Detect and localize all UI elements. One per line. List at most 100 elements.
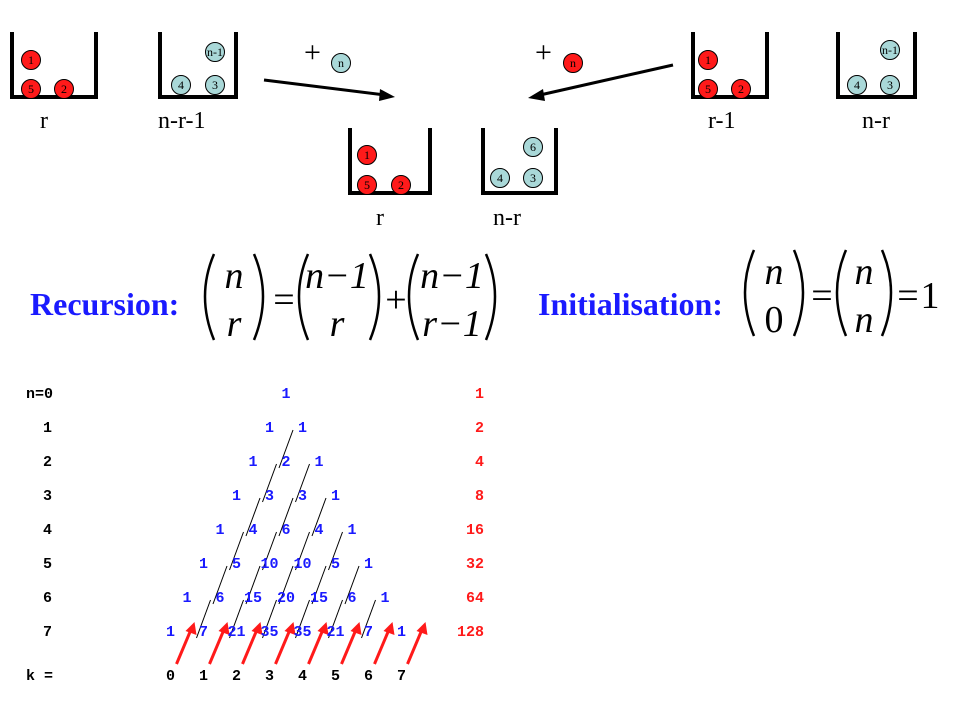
box-outlines	[10, 32, 917, 195]
triangle-diagonal	[245, 565, 261, 605]
triangle-entry: 1	[182, 590, 192, 607]
triangle-entry: 1	[264, 420, 275, 437]
ball: n-1	[880, 40, 900, 60]
box-outline-nr-bottom	[481, 128, 558, 195]
triangle-diagonal	[278, 565, 294, 605]
k-value: 1	[198, 668, 209, 685]
box-outline-r-left	[10, 32, 98, 99]
box-outline-nr1-left	[158, 32, 238, 99]
triangle-diagonal	[361, 599, 376, 639]
triangle-entry: 4	[248, 522, 258, 539]
box-label: n-r	[493, 205, 521, 231]
paren	[743, 249, 756, 337]
rhs-value: 1	[921, 275, 940, 317]
ball: 3	[205, 75, 225, 95]
k-value: 3	[264, 668, 275, 685]
plus-sign: +	[304, 36, 321, 69]
triangle-entry: 35	[260, 624, 279, 641]
box-label: r-1	[708, 108, 736, 134]
paren	[835, 249, 848, 337]
binom-top: n	[765, 251, 784, 293]
row-label: 3	[42, 488, 52, 505]
row-sum: 128	[456, 624, 484, 641]
k-value: 0	[165, 668, 176, 685]
triangle-entry: 7	[363, 624, 374, 641]
triangle-entry: 1	[231, 488, 242, 505]
paren	[484, 253, 497, 341]
ball: 2	[731, 79, 751, 99]
triangle-entry: 1	[297, 420, 308, 437]
triangle-diagonal	[295, 531, 310, 571]
paren	[368, 253, 381, 341]
triangle-diagonal	[328, 531, 343, 571]
triangle-entry: 21	[227, 624, 246, 641]
k-value: 2	[231, 668, 242, 685]
row-label: 2	[42, 454, 52, 471]
k-arrow-head	[383, 622, 395, 635]
binom-top: n−1	[305, 255, 369, 297]
binom-top: n	[225, 255, 244, 297]
ball: n-1	[205, 42, 225, 62]
row-label: n=0	[26, 386, 54, 403]
box-label: r	[376, 205, 384, 231]
triangle-diagonal	[229, 599, 244, 639]
ball: 5	[21, 79, 41, 99]
triangle-diagonal	[262, 531, 277, 571]
triangle-diagonal	[245, 497, 261, 537]
ball: 1	[21, 50, 41, 70]
box-label: r	[40, 108, 48, 134]
triangle-entry: 1	[347, 522, 357, 539]
binom-bottom: n	[855, 299, 874, 341]
k-value: 6	[363, 668, 374, 685]
row-label: 7	[42, 624, 52, 641]
triangle-entry: 1	[198, 556, 209, 573]
row-sum: 1	[474, 386, 484, 403]
k-label: k =	[26, 668, 54, 685]
triangle-entry: 1	[330, 488, 341, 505]
triangle-entry: 1	[281, 386, 291, 403]
ball: 2	[54, 79, 74, 99]
row-label: 1	[42, 420, 52, 437]
arrow-right-shaft	[539, 63, 674, 97]
equals-sign: =	[273, 279, 294, 321]
triangle-entry: 1	[380, 590, 390, 607]
row-sum: 4	[474, 454, 484, 471]
box-label: n-r	[862, 108, 890, 134]
row-sum: 8	[474, 488, 484, 505]
triangle-entry: 7	[198, 624, 209, 641]
row-sum: 64	[465, 590, 484, 607]
paren	[252, 253, 265, 341]
triangle-diagonal	[212, 565, 228, 605]
equals-sign: =	[811, 275, 832, 317]
ball: 4	[171, 75, 191, 95]
binom-top: n−1	[420, 255, 484, 297]
ball: 3	[523, 168, 543, 188]
k-value: 4	[297, 668, 308, 685]
paren	[880, 249, 893, 337]
k-arrow-head	[350, 622, 362, 635]
initialisation-formula: n 0 = n n = 1	[743, 249, 940, 341]
binom-bottom: 0	[765, 299, 784, 341]
triangle-diagonal	[295, 463, 310, 503]
triangle-diagonal	[196, 599, 211, 639]
row-sum: 2	[474, 420, 484, 437]
triangle-diagonal	[278, 497, 294, 537]
paren	[792, 249, 805, 337]
triangle-diagonal	[311, 565, 327, 605]
paren	[203, 253, 216, 341]
triangle-diagonal	[311, 497, 327, 537]
ball: 5	[698, 79, 718, 99]
added-ball: n	[563, 53, 583, 73]
row-sum: 32	[465, 556, 484, 573]
triangle-diagonal	[278, 429, 294, 469]
arrow-left-head	[379, 89, 395, 101]
paren	[297, 253, 310, 341]
triangle-entry: 6	[281, 522, 291, 539]
arrow-left-shaft	[263, 78, 386, 97]
row-label: 4	[42, 522, 52, 539]
box-outline-r-bottom	[348, 128, 432, 195]
initialisation-heading: Initialisation:	[538, 286, 723, 322]
ball: 5	[357, 175, 377, 195]
triangle-entry: 5	[231, 556, 242, 573]
